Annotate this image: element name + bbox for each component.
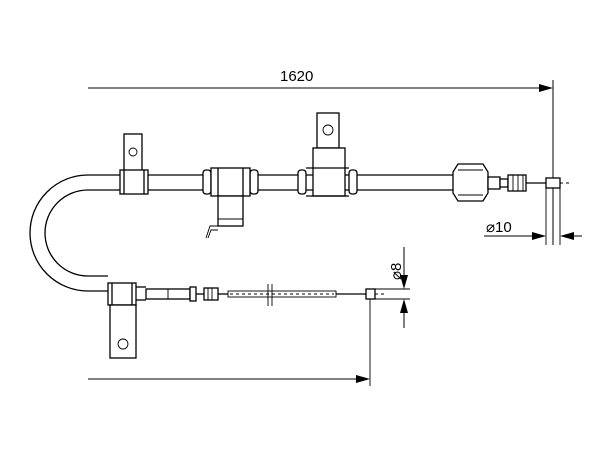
end-ferrule <box>452 163 489 202</box>
left-upper-bracket <box>119 133 149 195</box>
bracket-clamp <box>312 147 346 197</box>
clip-bent-tab <box>205 225 218 239</box>
cable-bend-inner <box>44 189 108 277</box>
lower-bracket-hole <box>117 338 129 350</box>
middle-clip <box>202 167 259 239</box>
diam8-label: ⌀8 <box>388 263 405 280</box>
diam10-label: ⌀10 <box>486 219 512 236</box>
length-label: 1620 <box>280 68 313 85</box>
end-sleeve-neck <box>499 178 509 188</box>
diam8-arrowhead-bottom <box>400 299 408 313</box>
right-end-fitting <box>452 163 572 245</box>
lower-bracket-tab <box>109 304 137 359</box>
bracket-tab <box>316 112 340 149</box>
bracket-hole <box>322 124 334 136</box>
cable-bend-outer <box>29 174 108 292</box>
lower-bracket <box>107 282 137 359</box>
clip-tab <box>217 195 244 227</box>
diameter-10-dimension: ⌀10 <box>484 219 582 240</box>
clip-body <box>210 167 251 197</box>
end-sleeve <box>487 176 501 190</box>
end-nipple <box>545 177 561 189</box>
diam8-arrowhead-top <box>400 275 408 289</box>
lower-length-dimension <box>88 375 370 383</box>
clip-ring <box>202 169 212 195</box>
bracket-tab <box>123 133 143 173</box>
lower-cable <box>136 284 384 386</box>
bracket-ring <box>348 169 358 195</box>
upper-cable <box>29 174 455 292</box>
lower-nut <box>203 287 219 301</box>
bracket-clamp <box>119 169 149 195</box>
length-arrowhead <box>539 84 553 92</box>
lower-arrowhead <box>356 375 370 383</box>
lower-ring <box>189 286 197 302</box>
bracket-hole <box>128 147 138 157</box>
overall-length-dimension: 1620 <box>88 68 554 245</box>
diameter-8-dimension: ⌀8 <box>372 247 410 328</box>
diam10-arrowhead-left <box>532 232 546 240</box>
lower-nipple <box>365 288 376 300</box>
diam10-arrowhead-right <box>560 232 574 240</box>
right-upper-bracket <box>297 112 358 197</box>
bracket-ring <box>297 169 307 195</box>
clip-ring <box>249 169 259 195</box>
